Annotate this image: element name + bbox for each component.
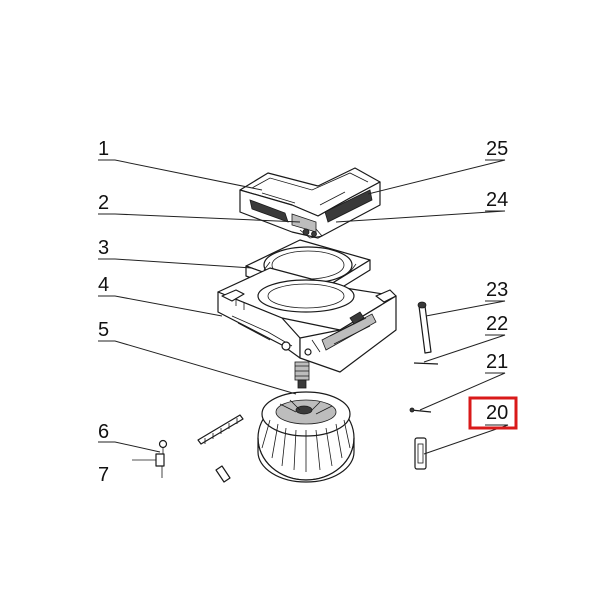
callout-2: 2 <box>98 192 109 214</box>
callout-25: 25 <box>486 138 508 160</box>
main-chassis <box>217 267 397 373</box>
callout-3: 3 <box>98 237 109 259</box>
right-small-parts <box>409 301 439 470</box>
callout-22: 22 <box>486 313 508 335</box>
callout-21: 21 <box>486 351 508 373</box>
sensor-bracket <box>132 439 168 478</box>
motor-coupling <box>294 361 310 389</box>
leader-lines <box>98 159 509 455</box>
callout-24: 24 <box>486 189 508 211</box>
callout-labels: 1 2 3 4 5 6 7 25 24 23 22 21 20 <box>98 138 508 486</box>
highlight-box-callout-20 <box>468 396 518 430</box>
callout-6: 6 <box>98 421 109 443</box>
fan-wheel <box>257 391 355 483</box>
callout-4: 4 <box>98 274 109 296</box>
callout-1: 1 <box>98 138 109 160</box>
control-box-assembly <box>239 167 381 239</box>
louver-rack <box>197 414 244 483</box>
callout-5: 5 <box>98 319 109 341</box>
callout-23: 23 <box>486 279 508 301</box>
callout-20: 20 <box>486 402 508 424</box>
callout-7: 7 <box>98 464 109 486</box>
